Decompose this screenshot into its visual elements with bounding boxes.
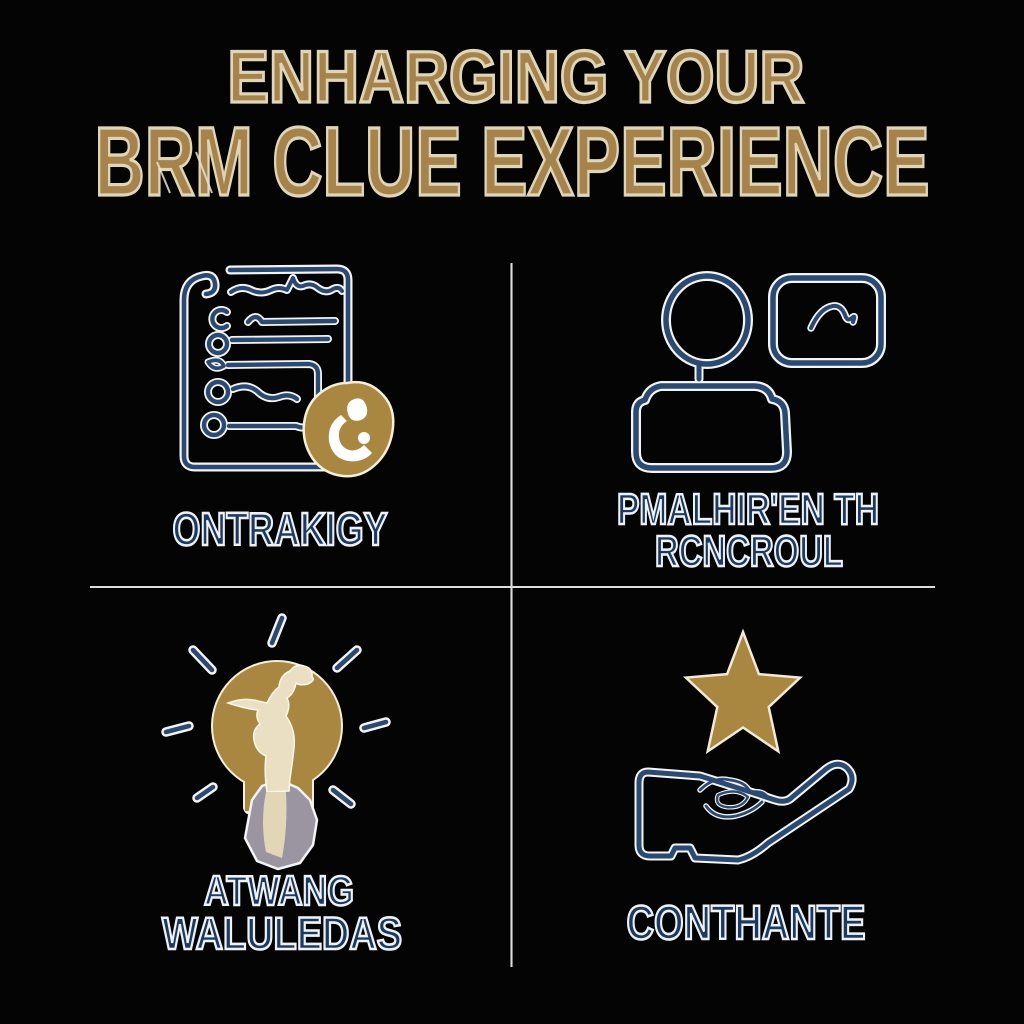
svg-text:ENHARGING YOUR: ENHARGING YOUR (228, 37, 805, 118)
svg-text:BRM CLUE EXPERIENCE: BRM CLUE EXPERIENCE (95, 107, 930, 216)
svg-text:CONTHANTE: CONTHANTE (627, 897, 866, 950)
svg-text:PMALHIRʹEN TH: PMALHIRʹEN TH (617, 485, 879, 534)
svg-text:WALULEDAS: WALULEDAS (162, 908, 402, 959)
svg-text:ATWANG: ATWANG (204, 867, 354, 914)
svg-text:ONTRAKIGY: ONTRAKIGY (173, 503, 388, 555)
svg-text:RCNCROUL: RCNCROUL (655, 527, 843, 576)
